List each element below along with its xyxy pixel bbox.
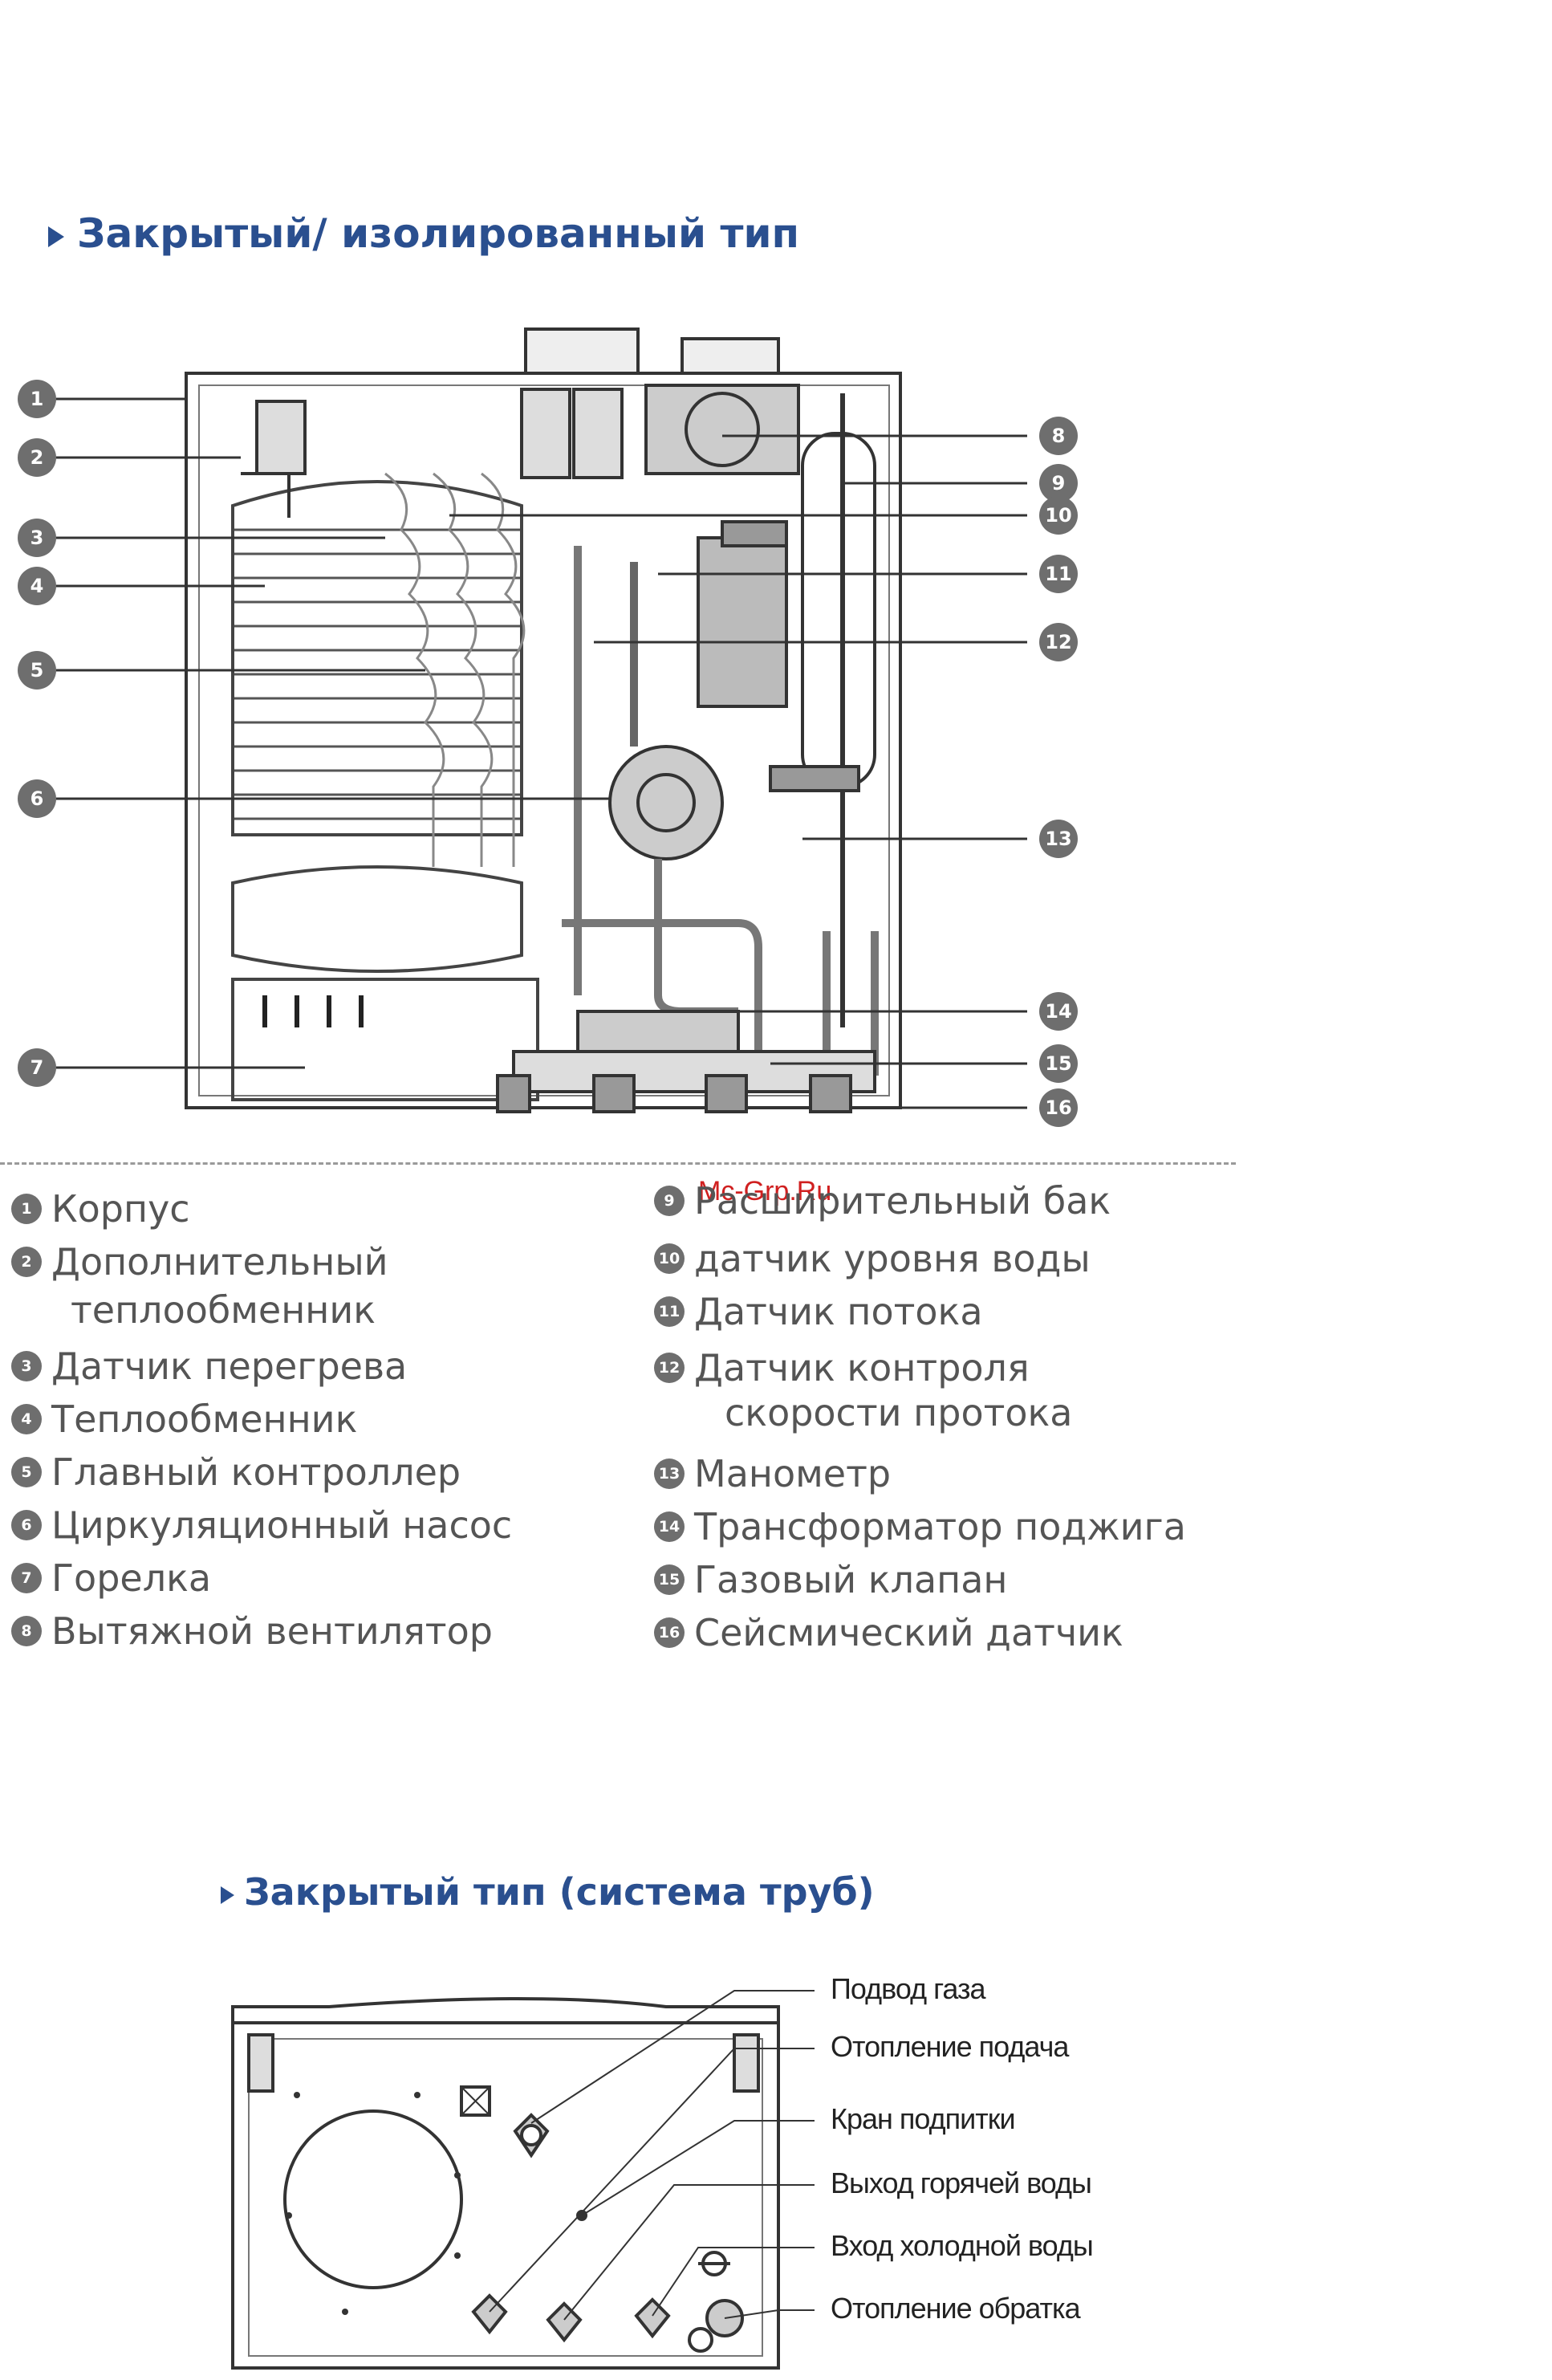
label-hot-water-outlet: Выход горячей воды [831,2166,1092,2199]
pipe-leader-lines [489,1990,815,2321]
callout-5: 5 [18,651,56,690]
callout-6: 6 [18,779,56,818]
section-title-pipe-system: Закрытый тип (система труб) [221,1870,875,1914]
label-cold-water-inlet: Вход холодной воды [831,2229,1094,2262]
section-title-isolated: Закрытый/ изолированный тип [48,210,799,257]
label-refill-valve: Кран подпитки [831,2102,1016,2135]
callout-11: 11 [1039,555,1078,593]
label-heating-return: Отопление обратка [831,2292,1081,2325]
dashed-separator [0,1162,1236,1165]
section-title-text: Закрытый/ изолированный тип [77,210,800,257]
callout-10: 10 [1039,496,1078,535]
legend-item-12-cont: скорости протока [725,1391,1073,1434]
callout-16: 16 [1039,1088,1078,1127]
callout-7: 7 [18,1048,56,1087]
callout-4: 4 [18,567,56,605]
callout-3: 3 [18,519,56,557]
callout-12: 12 [1039,623,1078,661]
boiler-internal-diagram [56,328,1027,1113]
callout-15: 15 [1039,1044,1078,1083]
label-gas-inlet: Подвод газа [831,1972,986,2005]
section-title-text: Закрытый тип (система труб) [244,1870,875,1914]
watermark: Mc-Grp.Ru [698,1176,832,1206]
callout-1: 1 [18,380,56,418]
triangle-bullet-icon [48,226,64,247]
legend-item-2-cont: теплообменник [71,1288,376,1332]
callout-14: 14 [1039,992,1078,1031]
housing-outline [185,372,902,1109]
leader-lines [56,397,1027,1109]
label-heating-supply: Отопление подача [831,2030,1069,2063]
callout-2: 2 [18,438,56,477]
boiler-bottom-view-diagram [231,1990,815,2370]
triangle-bullet-icon [221,1886,234,1904]
callout-8: 8 [1039,417,1078,455]
callout-13: 13 [1039,820,1078,858]
